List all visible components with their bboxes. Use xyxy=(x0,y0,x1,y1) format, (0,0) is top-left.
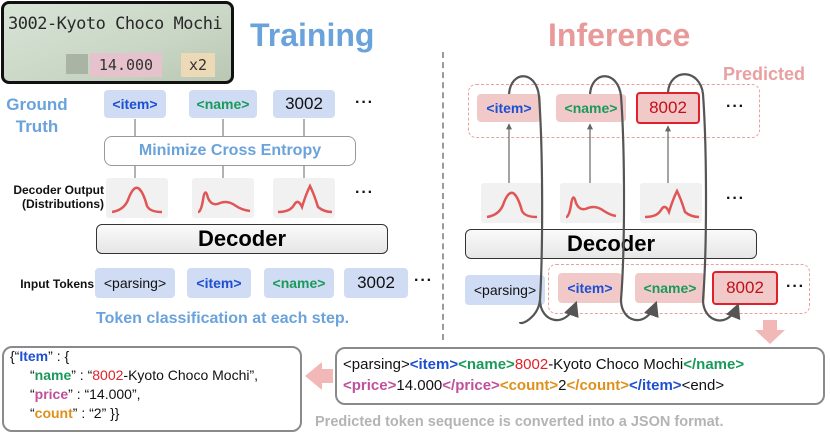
seq-name-value: -Kyoto Choco Mochi xyxy=(548,356,684,373)
inf-curve-3 xyxy=(644,188,700,219)
train-input-item: <item> xyxy=(187,268,251,298)
seq-name-open: <name> xyxy=(458,356,515,373)
left-block-arrow xyxy=(305,362,333,390)
inf-input-parsing: <parsing> xyxy=(465,275,545,305)
gt-ellipsis: ··· xyxy=(355,94,374,111)
seq-parsing: <parsing> xyxy=(343,356,410,373)
inf-dist-ellipsis: ··· xyxy=(726,190,745,207)
inf-input-8002: 8002 xyxy=(712,271,778,305)
predicted-group-box xyxy=(468,84,760,138)
predicted-label: Predicted xyxy=(723,64,806,84)
json-line-3: “price” : “14.000”, xyxy=(30,385,141,403)
json-price-val: “14.000”, xyxy=(84,386,141,402)
json-sep: ” : xyxy=(72,405,90,421)
gt-token-3002: 3002 xyxy=(273,90,335,118)
inf-curve-1 xyxy=(486,191,538,219)
inf-input-ellipsis: ··· xyxy=(786,278,805,295)
json-line-1: {“Item” : { xyxy=(10,347,69,365)
training-caption: Token classification at each step. xyxy=(96,310,350,327)
inference-title: Inference xyxy=(548,17,691,53)
gt-token-name: <name> xyxy=(189,90,257,118)
sequence-caption: Predicted token sequence is converted in… xyxy=(315,414,724,430)
decoder-output-label-line1: Decoder Output xyxy=(13,183,104,197)
seq-end: <end> xyxy=(681,377,725,394)
receipt-count: x2 xyxy=(181,53,215,77)
json-sep: ” : xyxy=(68,386,85,402)
pred-token-name: <name> xyxy=(556,94,626,122)
inference-input-group-box xyxy=(548,264,810,314)
ground-truth-label: Ground Truth xyxy=(6,95,68,136)
down-block-arrow xyxy=(755,320,785,344)
loss-box: Minimize Cross Entropy xyxy=(104,136,356,166)
feedback-arrow-3 xyxy=(701,299,741,322)
gt-token-item: <item> xyxy=(104,90,166,118)
inf-input-item: <item> xyxy=(558,273,622,303)
decoder-output-label: Decoder Output (Distributions) xyxy=(2,183,104,211)
json-output-box xyxy=(2,346,302,432)
json-key-count: count xyxy=(34,405,73,421)
pred-token-item: <item> xyxy=(477,94,541,122)
json-q: “ xyxy=(30,367,35,383)
json-l1-open: {“ xyxy=(10,348,20,364)
train-decoder: Decoder xyxy=(96,224,388,254)
receipt-price: 14.000 xyxy=(90,53,162,77)
seq-count-close: </count> xyxy=(566,377,630,394)
train-input-3002: 3002 xyxy=(344,268,408,298)
json-line-4: “count” : “2” }} xyxy=(30,404,119,422)
train-curve-2 xyxy=(197,191,251,214)
train-curve-3 xyxy=(277,183,333,214)
receipt-item-text: 3002-Kyoto Choco Mochi xyxy=(8,14,223,34)
json-q: “ xyxy=(30,405,35,421)
train-input-parsing: <parsing> xyxy=(95,268,175,298)
json-name-sep: ” : “ xyxy=(71,367,93,383)
seq-count-value: 2 xyxy=(558,377,567,394)
token-sequence-line2: <price>14.000</price><count>2</count></i… xyxy=(343,377,724,395)
input-tokens-label: Input Tokens xyxy=(20,277,94,291)
json-count-val: “2” }} xyxy=(89,405,120,421)
seq-item-open: <item> xyxy=(409,356,459,373)
seq-8002: 8002 xyxy=(514,356,549,373)
receipt-shadow xyxy=(66,54,88,74)
pred-token-8002: 8002 xyxy=(636,92,700,124)
inf-decoder: Decoder xyxy=(465,229,757,259)
json-l1-rest: ” : { xyxy=(48,348,70,364)
json-key-item: Item xyxy=(19,348,49,364)
decoder-output-label-line2: (Distributions) xyxy=(22,197,104,211)
json-name-8002: 8002 xyxy=(92,367,124,383)
seq-item-close: </item> xyxy=(629,377,682,394)
train-input-ellipsis: ··· xyxy=(414,272,433,289)
feedback-loop-2 xyxy=(588,75,626,301)
feedback-loop-3 xyxy=(666,73,708,301)
section-divider xyxy=(442,52,444,340)
token-sequence-line1: <parsing><item><name>8002-Kyoto Choco Mo… xyxy=(343,356,744,374)
inf-curve-2 xyxy=(565,196,617,219)
json-line-2: “name” : “8002-Kyoto Choco Mochi”, xyxy=(30,366,258,384)
seq-price-close: </price> xyxy=(442,377,500,394)
train-curve-1 xyxy=(111,186,163,214)
seq-price-value: 14.000 xyxy=(396,377,443,394)
json-q: “ xyxy=(30,386,35,402)
json-key-price: price xyxy=(34,386,69,402)
receipt-image: 3002-Kyoto Choco Mochi 14.000 x2 xyxy=(1,1,234,84)
token-sequence-box xyxy=(335,347,825,405)
inf-input-name: <name> xyxy=(635,273,705,303)
pred-ellipsis: ··· xyxy=(726,98,745,115)
train-dist-ellipsis: ··· xyxy=(355,184,374,201)
training-title: Training xyxy=(250,17,375,53)
seq-price-open: <price> xyxy=(343,377,397,394)
feedback-arrow-1 xyxy=(538,299,579,322)
seq-name-close: </name> xyxy=(683,356,745,373)
train-input-name: <name> xyxy=(264,268,334,298)
feedback-loop-1 xyxy=(507,75,544,325)
seq-count-open: <count> xyxy=(499,377,559,394)
feedback-arrow-2 xyxy=(619,299,659,322)
json-name-rest: -Kyoto Choco Mochi”, xyxy=(123,367,259,383)
json-key-name: name xyxy=(34,367,72,383)
loss-label: Minimize Cross Entropy xyxy=(138,142,322,159)
